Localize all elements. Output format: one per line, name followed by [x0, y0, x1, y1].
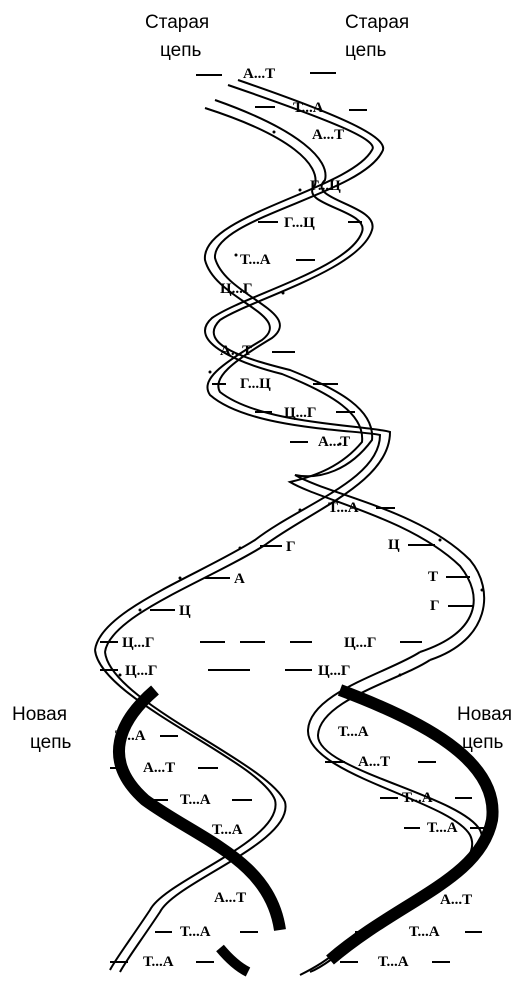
- base-pair-top-4: Г...Ц: [310, 178, 341, 194]
- base-pair-top-11: А...Т: [318, 434, 350, 450]
- label-new-left-1: Новая: [12, 704, 67, 725]
- fork-left-base-2: А: [234, 571, 245, 587]
- base-pair-top-6: Т...А: [240, 252, 271, 268]
- strand-labels: Старая цепь Старая цепь Новая цепь Новая…: [12, 12, 512, 753]
- left-pair-4: Т...А: [212, 822, 243, 838]
- label-old-right-2: цепь: [345, 40, 387, 61]
- fork-join-right-2: Ц...Г: [318, 663, 350, 679]
- old-strand-b-inner: [204, 107, 475, 653]
- label-old-right-1: Старая: [345, 12, 409, 33]
- label-new-right-1: Новая: [457, 704, 512, 725]
- right-pair-2: А...Т: [358, 754, 390, 770]
- right-pair-5: А...Т: [440, 892, 472, 908]
- right-pair-6: Т...А: [409, 924, 440, 940]
- parent-helix: [94, 79, 486, 661]
- right-pair-4: Т...А: [427, 820, 458, 836]
- right-pair-3: Т...А: [402, 790, 433, 806]
- old-strand-b-outer: [212, 99, 486, 661]
- base-pair-top-10: Ц...Г: [284, 405, 316, 421]
- base-pair-top-2: Т...А: [293, 100, 324, 116]
- left-pair-2: А...Т: [143, 760, 175, 776]
- label-new-left-2: цепь: [30, 732, 72, 753]
- base-pair-top-7: Ц...Г: [220, 281, 252, 297]
- old-strand-a-inner: [104, 79, 392, 653]
- top-base-pairs: А...Т Т...А А...Т Г...Ц Г...Ц Т...А Ц...…: [196, 66, 395, 516]
- left-old-strand-outer: [94, 649, 277, 971]
- label-old-left-1: Старая: [145, 12, 209, 33]
- left-pair-7: Т...А: [143, 954, 174, 970]
- left-new-strand: [113, 685, 286, 977]
- right-daughter-pairs: Т...А А...Т Т...А Т...А А...Т Т...А Т...…: [325, 724, 486, 970]
- right-daughter-helix: [299, 651, 484, 976]
- base-pair-top-5: Г...Ц: [284, 215, 315, 231]
- fork-unpaired-bases: Г А Ц Ц Т Г: [150, 537, 474, 619]
- base-pair-top-9: Г...Ц: [240, 376, 271, 392]
- base-pair-top-8: А...Т: [220, 343, 252, 359]
- left-pair-3: Т...А: [180, 792, 211, 808]
- fork-left-base-3: Ц: [179, 603, 191, 619]
- base-pair-top-3: А...Т: [312, 127, 344, 143]
- fork-join-rows: Ц...Г Ц...Г Ц...Г Ц...Г: [100, 635, 422, 679]
- left-pair-6: Т...А: [180, 924, 211, 940]
- fork-right-base-3: Г: [430, 598, 440, 614]
- fork-right-base-2: Т: [428, 569, 438, 585]
- left-daughter-pairs: Т...А А...Т Т...А Т...А А...Т Т...А Т...…: [110, 728, 258, 970]
- fork-join-right-1: Ц...Г: [344, 635, 376, 651]
- label-old-left-2: цепь: [160, 40, 202, 61]
- left-new-strand-bottom: [216, 944, 251, 977]
- fork-join-left-2: Ц...Г: [125, 663, 157, 679]
- old-strand-a-outer: [94, 84, 382, 651]
- base-pair-top-1: А...Т: [243, 66, 275, 82]
- left-old-strand-inner: [104, 651, 287, 973]
- right-new-strand-band: [326, 684, 499, 965]
- fork-right-base-1: Ц: [388, 537, 400, 553]
- left-new-strand-band: [113, 685, 286, 932]
- left-pair-5: А...Т: [214, 890, 246, 906]
- fork-join-left-1: Ц...Г: [122, 635, 154, 651]
- right-new-strand: [326, 684, 499, 965]
- right-pair-1: Т...А: [338, 724, 369, 740]
- fork-left-base-1: Г: [286, 539, 296, 555]
- right-pair-7: Т...А: [378, 954, 409, 970]
- right-old-strand-inner: [299, 651, 474, 976]
- left-pair-1: Т...А: [115, 728, 146, 744]
- left-daughter-helix: [94, 649, 287, 973]
- label-new-right-2: цепь: [462, 732, 504, 753]
- base-pair-top-12: Т...А: [328, 500, 359, 516]
